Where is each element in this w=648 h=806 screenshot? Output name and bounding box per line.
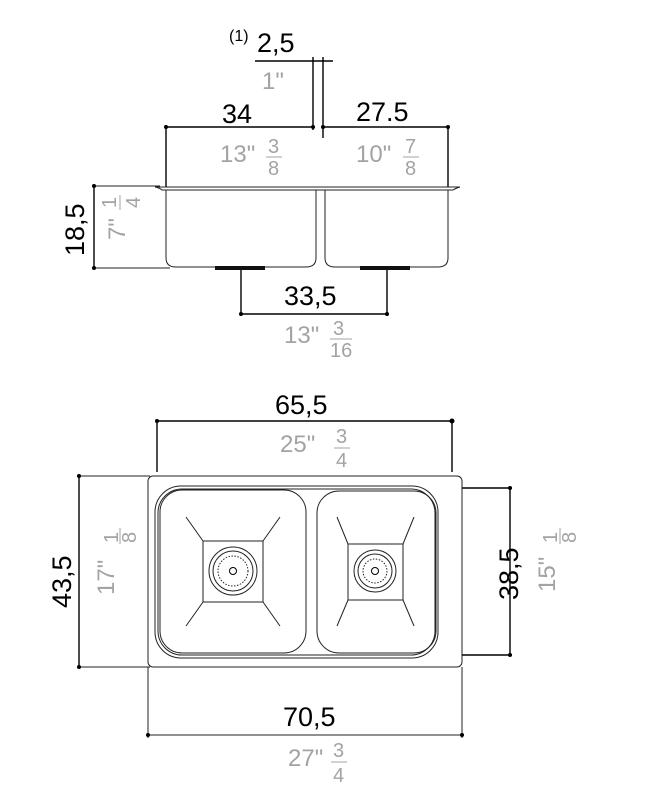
overall-depth-den: 8 [119, 532, 141, 543]
right-bowl-metric: 27.5 [356, 97, 409, 127]
overall-width-imperial: 27" [288, 745, 323, 772]
drain-spacing-imperial: 13" [284, 322, 319, 349]
divider-imperial: 1" [262, 68, 284, 95]
right-drain [336, 516, 415, 627]
bowl-depth-metric: 38,5 [494, 547, 524, 600]
overall-width-den: 4 [333, 765, 344, 787]
plan-view: 65,5 25" 3 4 43,5 17" 1 [47, 390, 581, 787]
overall-width-num: 3 [333, 740, 344, 762]
right-bowl [316, 490, 437, 654]
dimension-endpoints [77, 125, 512, 737]
overall-width-metric: 70,5 [283, 702, 336, 732]
divider-metric: 2,5 [257, 28, 295, 58]
left-bowl-den: 8 [268, 158, 279, 180]
sink-outline [147, 475, 463, 668]
left-drain [215, 266, 265, 270]
sink-rim-loop-inner [157, 488, 436, 656]
overall-depth-metric: 43,5 [47, 555, 77, 608]
drain-spacing-num: 3 [333, 318, 344, 340]
section-view: (1) 2,5 1" 34 13" 3 8 27.5 10" 7 8 18,5 … [60, 28, 461, 362]
depth-den: 4 [123, 197, 145, 208]
left-bowl-num: 3 [268, 136, 279, 158]
left-drain [185, 516, 281, 627]
sink-rim-loop [154, 485, 439, 659]
inner-width-imperial: 25" [280, 431, 315, 458]
drain-spacing-den: 16 [330, 340, 352, 362]
right-bowl-den: 8 [405, 158, 416, 180]
note-marker: (1) [229, 28, 249, 45]
overall-depth-imperial: 17" [93, 560, 120, 595]
drain-spacing-metric: 33,5 [284, 281, 337, 311]
inner-width-num: 3 [336, 426, 347, 448]
depth-imperial: 7" [104, 218, 131, 240]
right-bowl-imperial: 10" [356, 141, 391, 168]
depth-metric: 18,5 [60, 203, 90, 256]
left-bowl-imperial: 13" [220, 141, 255, 168]
depth-num: 1 [99, 197, 121, 208]
left-bowl-metric: 34 [222, 99, 252, 129]
inner-width-metric: 65,5 [275, 390, 328, 420]
inner-width-den: 4 [336, 450, 347, 472]
bowl-depth-num: 1 [540, 532, 562, 543]
right-bowl-profile [324, 190, 449, 268]
sink-rim [154, 186, 461, 191]
left-bowl-profile [165, 190, 317, 268]
overall-depth-num: 1 [101, 532, 123, 543]
left-bowl [159, 489, 307, 654]
right-drain [360, 266, 410, 270]
bowl-depth-imperial: 15" [534, 557, 561, 592]
right-bowl-num: 7 [405, 136, 416, 158]
bowl-depth-den: 8 [559, 532, 581, 543]
